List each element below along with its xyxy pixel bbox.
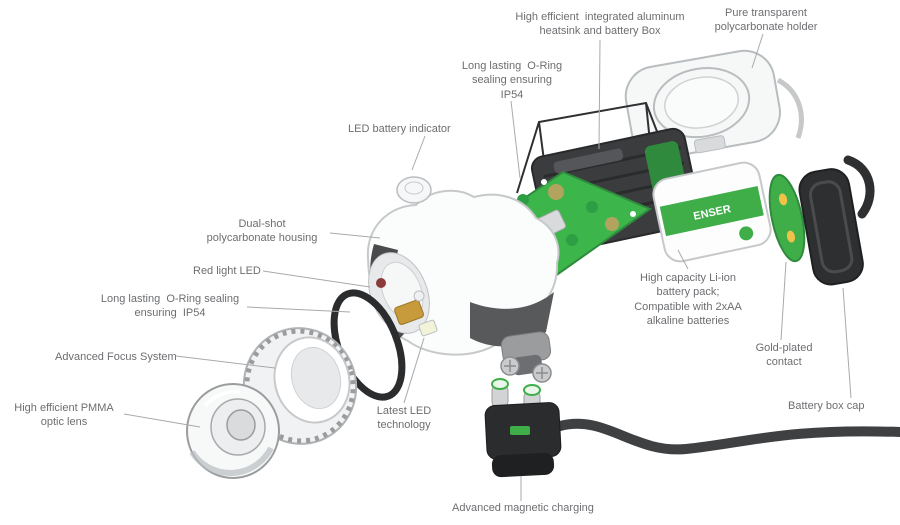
label-cap: Battery box cap (788, 400, 865, 412)
label-contact: Gold-plated contact (755, 342, 813, 369)
label-led-indicator: LED battery indicator (348, 123, 451, 135)
contact-disc-part (768, 173, 806, 263)
label-charging: Advanced magnetic charging (452, 502, 594, 514)
label-lens: High efficient PMMA optic lens (14, 402, 114, 429)
usb-cable (555, 418, 900, 455)
battery-box-cap-part (798, 168, 864, 286)
charging-connector (484, 402, 900, 478)
red-led-dot (376, 278, 386, 288)
cap-strap-hook (843, 155, 875, 219)
label-heatsink: High efficient integrated aluminum heats… (515, 11, 685, 38)
label-focus: Advanced Focus System (55, 351, 177, 363)
label-red-led: Red light LED (193, 265, 261, 277)
battery-indicator-dome (396, 176, 432, 204)
label-housing: Dual-shot polycarbonate housing (206, 218, 318, 245)
label-led-tech: Latest LED technology (376, 405, 432, 432)
mount-bracket (500, 331, 552, 376)
label-battery: High capacity Li-ion battery pack; Compa… (634, 272, 742, 327)
screws (500, 356, 552, 383)
label-holder: Pure transparent polycarbonate holder (714, 7, 818, 34)
optic-lens-part (186, 383, 280, 479)
holder-arm (776, 77, 804, 139)
label-oring-left: Long lasting O-Ring sealing ensuring IP5… (100, 293, 240, 320)
leader-lines (123, 33, 852, 501)
led-chip (418, 319, 438, 337)
label-oring-top: Long lasting O-Ring sealing ensuring IP5… (461, 60, 563, 101)
battery-part: ENSER (652, 161, 772, 263)
led-module-part (394, 290, 425, 325)
